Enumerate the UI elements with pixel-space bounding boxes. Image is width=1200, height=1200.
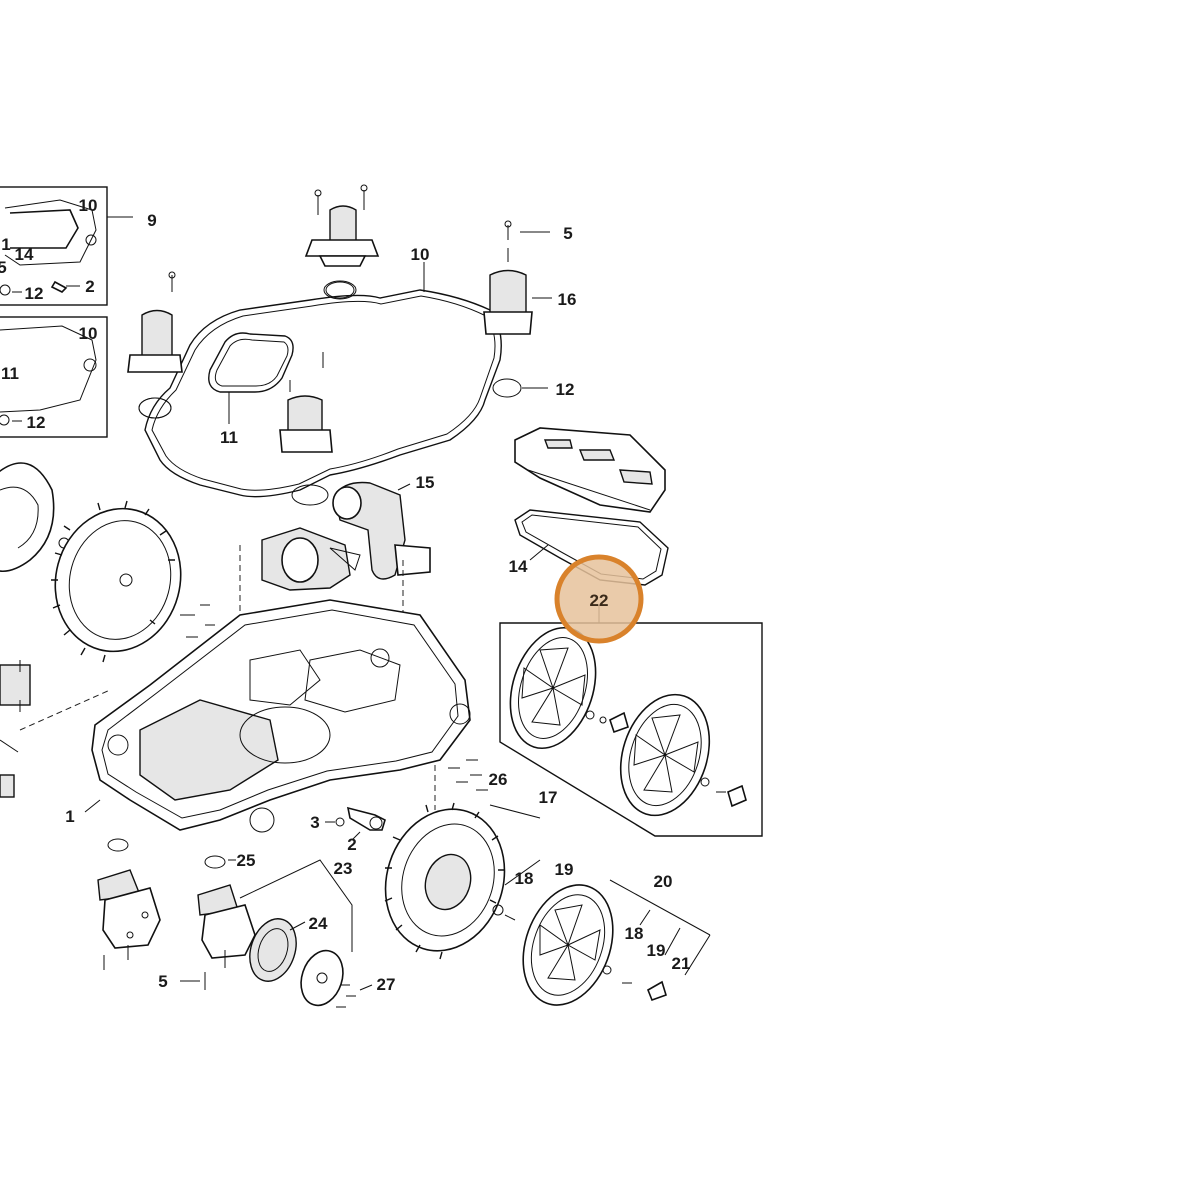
- callout-3: 3: [310, 813, 319, 832]
- callout-22: 22: [590, 591, 609, 610]
- callout-20: 20: [654, 872, 673, 891]
- hub-cover-20: 20 18 19 21: [522, 872, 711, 1006]
- callout-12: 12: [25, 284, 44, 303]
- callout-23: 23: [334, 859, 353, 878]
- highlight-callout-22[interactable]: 22: [554, 554, 644, 644]
- callout-19: 19: [555, 860, 574, 879]
- motor-center: [279, 352, 333, 453]
- callout-21: 21: [672, 954, 691, 973]
- motor-left: [127, 271, 183, 419]
- callout-5: 5: [563, 224, 572, 243]
- callout-2: 2: [347, 835, 356, 854]
- control-panel-cover: [514, 427, 666, 513]
- gasket-11: 11: [208, 332, 294, 447]
- callout-10: 10: [79, 196, 98, 215]
- callout-18: 18: [625, 924, 644, 943]
- callout-12: 12: [27, 413, 46, 432]
- gasket-14: 14: [509, 509, 669, 586]
- callout-10: 10: [79, 324, 98, 343]
- left-partial-parts: [0, 660, 111, 798]
- motor-16: 5 16: [483, 220, 577, 335]
- callout-19: 19: [647, 941, 666, 960]
- callout-9: 9: [147, 211, 156, 230]
- callout-5: 5: [0, 258, 7, 277]
- wheel-17: 17 18 19: [384, 788, 574, 960]
- callout-18: 18: [515, 869, 534, 888]
- screws-center: [180, 604, 215, 638]
- gasket-10: 10 12: [138, 245, 575, 506]
- chassis-1: 1: [65, 599, 471, 833]
- detail-box-9: 10 9 14 1 5 12 2: [0, 186, 157, 306]
- callout-2: 2: [85, 277, 94, 296]
- callout-1: 1: [65, 807, 74, 826]
- callout-11: 11: [1, 364, 19, 383]
- wheel-left: [51, 500, 182, 663]
- callout-12: 12: [556, 380, 575, 399]
- drive-motor-left: [261, 527, 361, 591]
- screws-26: 26: [448, 759, 508, 791]
- callout-17: 17: [539, 788, 558, 807]
- callout-14: 14: [509, 557, 528, 576]
- callout-27: 27: [377, 975, 396, 994]
- callout-5: 5: [158, 972, 167, 991]
- callout-26: 26: [489, 770, 508, 789]
- screw-5-bottom: 5: [158, 972, 206, 991]
- callout-10: 10: [411, 245, 430, 264]
- detail-box-10: 10 11 12: [0, 316, 108, 438]
- left-wheel-partial: [0, 462, 70, 573]
- parts-3-2: 3 2: [310, 806, 386, 854]
- callout-16: 16: [558, 290, 577, 309]
- callout-14: 14: [15, 245, 34, 264]
- callout-11: 11: [220, 428, 238, 447]
- motor-top-center: [304, 184, 380, 299]
- callout-25: 25: [237, 851, 256, 870]
- drive-motor-15: 15: [332, 473, 435, 580]
- callout-24: 24: [309, 914, 328, 933]
- callout-15: 15: [416, 473, 435, 492]
- caster-23: 25 24 23 27: [197, 851, 396, 1008]
- detail-box-22: [499, 605, 763, 837]
- callout-11: 1: [1, 235, 10, 254]
- caster-left: [97, 838, 161, 970]
